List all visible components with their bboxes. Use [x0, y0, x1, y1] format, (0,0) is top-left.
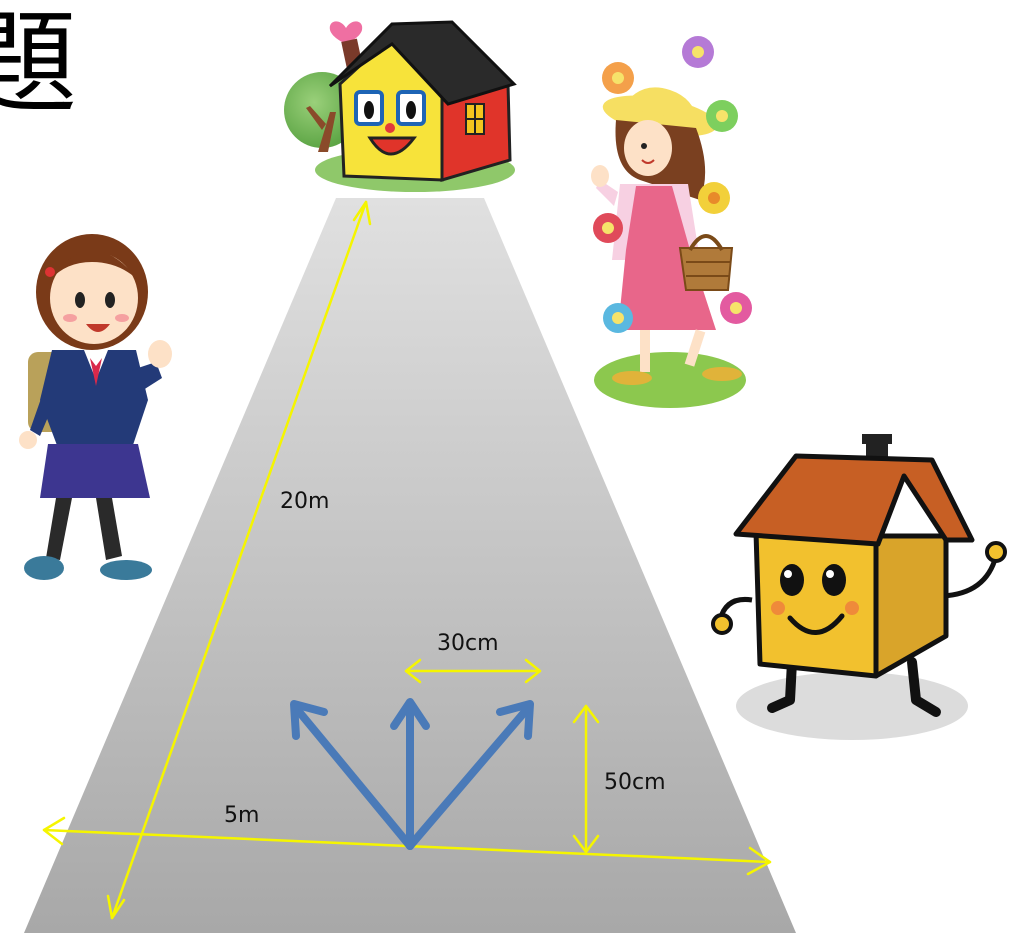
arrow-length-arrowhead-bottom: [572, 834, 600, 854]
arrow-length-arrowhead-top: [572, 704, 600, 724]
arrow-length-label: 50cm: [604, 770, 666, 795]
smiling-house-icon: [284, 20, 517, 192]
arrow-left: [292, 704, 414, 850]
walking-house-mascot-icon: [711, 434, 1007, 740]
width-arrowhead-right: [746, 846, 772, 876]
spread-label: 30cm: [437, 631, 499, 656]
length-arrowhead-bottom: [106, 894, 126, 920]
arrow-right: [406, 704, 532, 850]
spread-arrowhead-right: [524, 658, 542, 684]
length-label: 20m: [280, 489, 329, 514]
width-label: 5m: [224, 803, 259, 828]
width-arrowhead-left: [42, 816, 66, 846]
arrow-left-head: [290, 700, 328, 740]
road-surface: [24, 198, 796, 933]
page-title: 題: [0, 0, 77, 129]
woman-with-basket-icon: [591, 87, 746, 408]
arrow-center-head: [390, 698, 430, 730]
direction-arrows: [290, 698, 534, 850]
spread-arrowhead-left: [404, 658, 422, 684]
flowers-icon: [593, 36, 752, 333]
schoolgirl-icon: [19, 234, 172, 580]
arrow-right-head: [496, 700, 534, 740]
length-dimension-line: [110, 200, 368, 920]
length-arrowhead-top: [352, 200, 372, 226]
